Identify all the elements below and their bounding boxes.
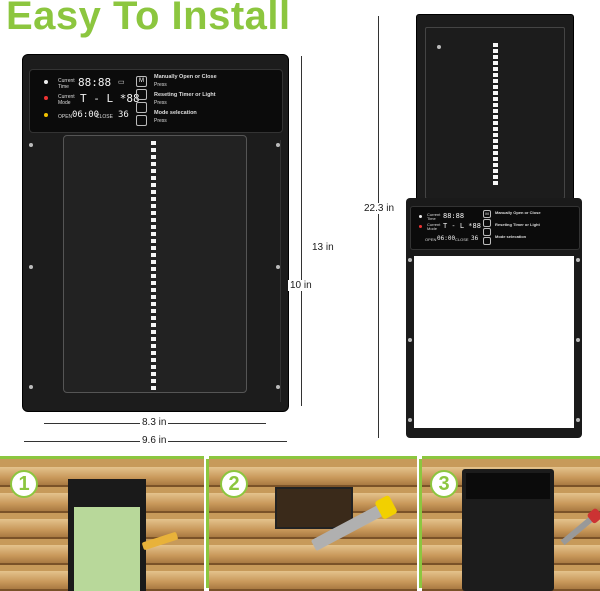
door-extended-view <box>416 14 574 204</box>
m-button[interactable]: M <box>483 210 491 218</box>
instruction-mode-title: Mode selecation <box>154 110 197 116</box>
extended-height-line <box>378 16 379 438</box>
mode-led-icon <box>44 96 48 100</box>
settings-button[interactable] <box>483 219 491 227</box>
open-time-display: 06:00 <box>72 110 100 120</box>
current-mode-label: Current Mode <box>427 222 441 231</box>
step-3-number: 3 <box>430 470 458 498</box>
screw-hole <box>29 265 33 269</box>
extended-height-label: 22.3 in <box>362 203 397 214</box>
screw-hole <box>408 338 412 342</box>
control-panel-small: Current Time 88:88 Current Mode T - L *8… <box>410 206 580 250</box>
page-title: Easy To Install <box>6 0 291 38</box>
screw-hole <box>437 45 441 49</box>
close-value-display: 36 <box>118 110 129 120</box>
width-inner-label: 8.3 in <box>140 417 169 428</box>
door-mini-installed <box>462 469 554 591</box>
step-2-number: 2 <box>220 470 248 498</box>
step-1-panel <box>0 456 204 591</box>
up-button[interactable] <box>136 102 147 113</box>
step-3-panel <box>422 456 600 591</box>
up-button[interactable] <box>483 228 491 236</box>
mode-display: T - L *88 <box>443 222 481 230</box>
control-panel: Current Time 88:88 ▭ Current Mode T - L … <box>29 69 283 133</box>
door-front-view: Current Time 88:88 ▭ Current Mode T - L … <box>22 54 289 412</box>
down-button[interactable] <box>136 115 147 126</box>
door-opening <box>414 256 574 428</box>
screw-hole <box>29 143 33 147</box>
instruction-reset-body: Press <box>154 100 167 106</box>
instruction-manual-body: Press <box>154 82 167 88</box>
screw-hole <box>576 258 580 262</box>
mode-led-icon <box>419 225 422 228</box>
wall-cutout <box>275 487 353 529</box>
settings-button[interactable] <box>136 89 147 100</box>
height-outer-label: 13 in <box>310 242 336 253</box>
height-inner-label: 10 in <box>288 280 314 291</box>
door-frame-mini <box>68 479 146 591</box>
m-button[interactable]: M <box>136 76 147 87</box>
current-time-label: Current Time <box>58 78 75 90</box>
screw-hole <box>276 143 280 147</box>
instruction-mode-body: Press <box>154 118 167 124</box>
width-outer-label: 9.6 in <box>140 435 169 446</box>
instruction-mode-title: Mode selecation <box>495 234 527 239</box>
step-divider <box>206 459 209 588</box>
screw-hole <box>29 385 33 389</box>
instruction-reset-title: Reseting Timer or Light <box>495 222 540 227</box>
upper-light-slot-column <box>493 43 498 185</box>
screw-hole <box>576 418 580 422</box>
time-display: 88:88 <box>78 76 112 89</box>
current-mode-label: Current Mode <box>58 94 75 106</box>
close-label: CLOSE <box>455 237 469 242</box>
screw-hole <box>276 265 280 269</box>
open-label: OPEN <box>58 114 73 120</box>
height-outer-line <box>301 56 302 406</box>
current-time-label: Current Time <box>427 212 441 221</box>
step-1-number: 1 <box>10 470 38 498</box>
height-inner-line <box>280 140 281 402</box>
door-frame: Current Time 88:88 Current Mode T - L *8… <box>406 198 582 438</box>
screw-hole <box>276 385 280 389</box>
mode-display: T - L *88 <box>80 92 140 105</box>
screw-hole <box>408 418 412 422</box>
screw-hole <box>576 338 580 342</box>
open-led-icon <box>44 113 48 117</box>
time-led-icon <box>419 215 422 218</box>
time-display: 88:88 <box>443 212 465 220</box>
open-time-display: 06:00 <box>437 235 456 242</box>
close-value-display: 36 <box>471 235 479 242</box>
down-button[interactable] <box>483 237 491 245</box>
close-label: CLOSE <box>96 114 113 120</box>
open-label: OPEN <box>425 237 437 242</box>
step-divider <box>419 459 422 588</box>
battery-icon: ▭ <box>118 79 125 86</box>
instruction-manual-title: Manually Open or Close <box>495 210 541 215</box>
instruction-reset-title: Reseting Timer or Light <box>154 92 216 98</box>
light-slot-column <box>151 141 156 390</box>
instruction-manual-title: Manually Open or Close <box>154 74 217 80</box>
screw-hole <box>408 258 412 262</box>
time-led-icon <box>44 80 48 84</box>
